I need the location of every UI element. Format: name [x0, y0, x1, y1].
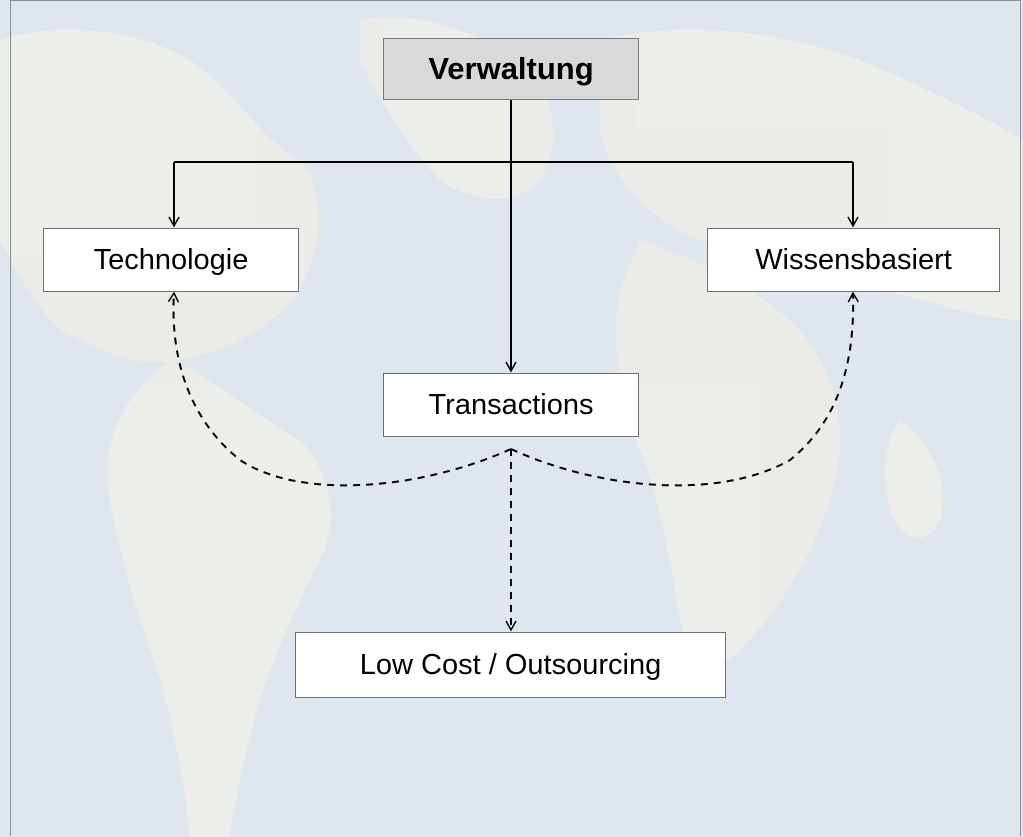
node-transactions: Transactions [383, 373, 639, 437]
node-technologie-label: Technologie [93, 243, 249, 276]
dashed-center-to-right [510, 291, 859, 487]
node-low-cost-outsourcing-label: Low Cost / Outsourcing [359, 648, 662, 681]
node-verwaltung-label: Verwaltung [428, 51, 594, 86]
node-low-cost-outsourcing: Low Cost / Outsourcing [295, 632, 726, 698]
node-transactions-label: Transactions [428, 388, 594, 421]
node-technologie: Technologie [43, 228, 299, 292]
node-verwaltung: Verwaltung [383, 38, 639, 100]
node-wissensbasiert: Wissensbasiert [707, 228, 1000, 292]
slide-frame [10, 0, 1021, 836]
solid-connectors [168, 99, 859, 373]
dashed-connectors [167, 291, 859, 632]
node-wissensbasiert-label: Wissensbasiert [755, 243, 952, 276]
